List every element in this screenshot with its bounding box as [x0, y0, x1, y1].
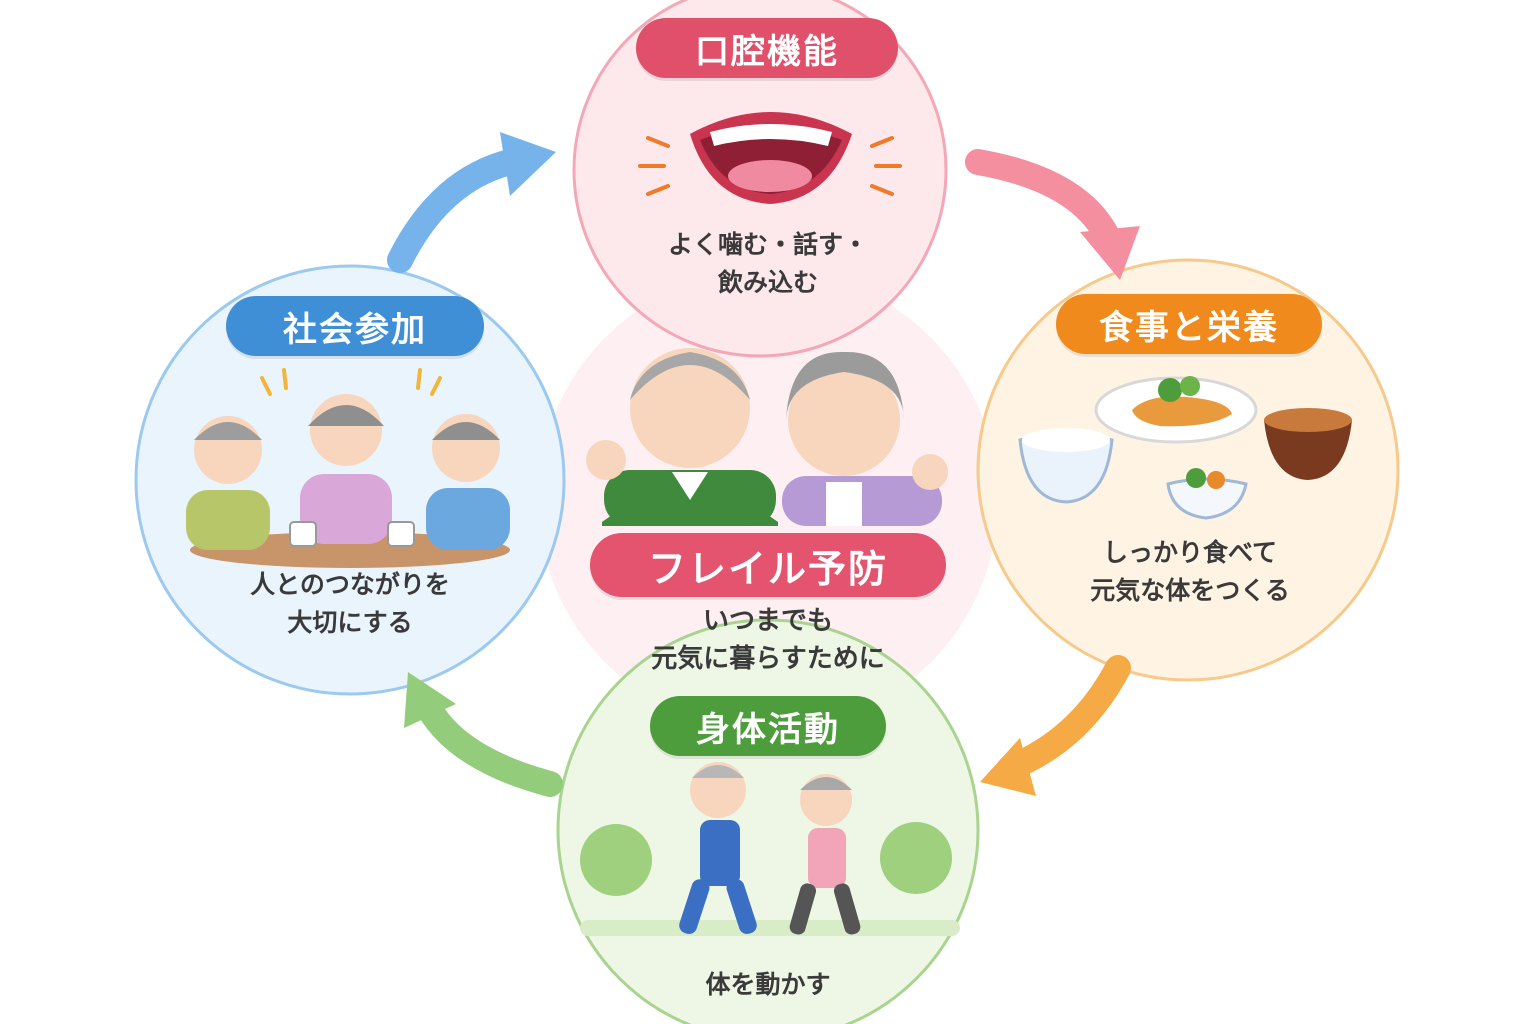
oral-function-description: よく噛む・話す・ 飲み込む	[618, 226, 918, 302]
group-talk-icon	[186, 368, 510, 568]
arrow-oral-to-food	[965, 149, 1140, 280]
body-desc-line-1: 体を動かす	[705, 970, 831, 999]
oral-desc-line-2: 飲み込む	[717, 268, 818, 297]
oral-desc-line-1: よく噛む・話す・	[667, 230, 868, 259]
arrow-social-to-oral	[387, 132, 556, 273]
diet-nutrition-label: 食事と栄養	[1056, 294, 1322, 354]
social-desc-line-2: 大切にする	[287, 608, 413, 637]
physical-activity-description: 体を動かす	[638, 966, 898, 1004]
elderly-couple-icon	[586, 348, 948, 526]
body-circle	[556, 618, 980, 1024]
social-participation-description: 人とのつながりを 大切にする	[200, 566, 500, 642]
meal-icon	[1018, 376, 1352, 520]
food-desc-line-2: 元気な体をつくる	[1090, 576, 1290, 605]
food-desc-line-1: しっかり食べて	[1102, 538, 1277, 567]
oral-function-label: 口腔機能	[636, 18, 898, 78]
center-line-1: いつまでも	[702, 606, 833, 636]
arrow-food-to-body	[980, 655, 1131, 796]
food-circle	[976, 258, 1400, 682]
walking-people-icon	[580, 762, 960, 936]
frailty-prevention-subtitle: いつまでも 元気に暮らすために	[608, 602, 928, 678]
social-desc-line-1: 人とのつながりを	[250, 570, 450, 599]
social-participation-label: 社会参加	[226, 296, 484, 356]
arrow-body-to-social	[404, 672, 563, 797]
mouth-icon	[638, 112, 902, 204]
frailty-prevention-title: フレイル予防	[590, 533, 946, 597]
diet-nutrition-description: しっかり食べて 元気な体をつくる	[1040, 534, 1340, 610]
center-line-2: 元気に暮らすために	[651, 644, 885, 674]
physical-activity-label: 身体活動	[650, 696, 886, 756]
